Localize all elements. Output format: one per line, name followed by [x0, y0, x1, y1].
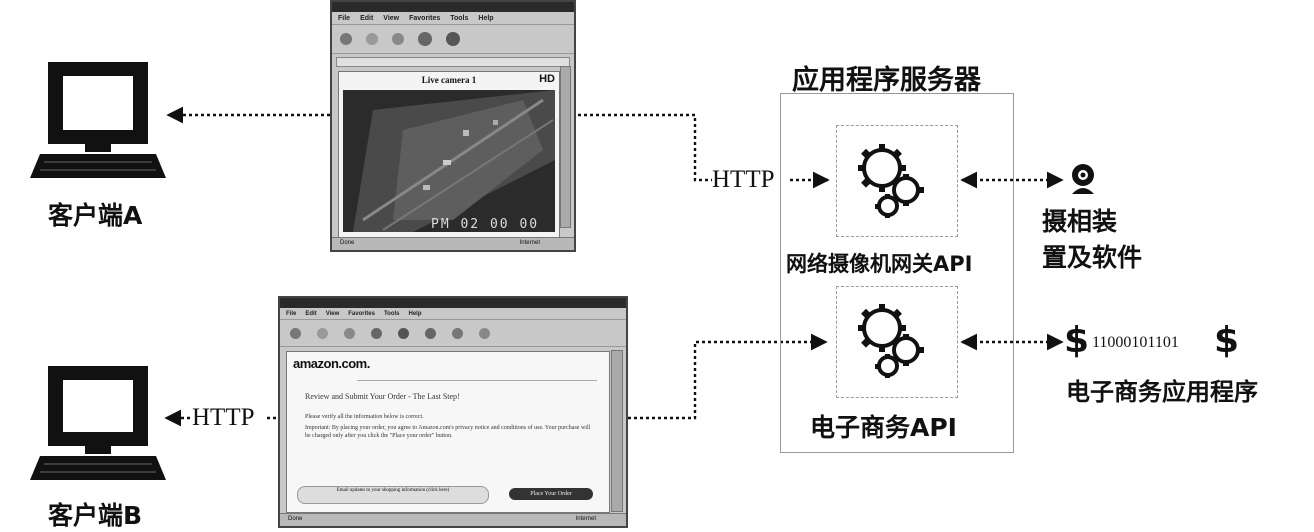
back-icon[interactable]	[340, 33, 352, 45]
menu-view[interactable]: View	[325, 310, 340, 317]
ecommerce-api-box	[836, 286, 958, 398]
page-content: amazon.com. Review and Submit Your Order…	[286, 351, 610, 513]
menu-tools[interactable]: Tools	[383, 310, 400, 317]
favorites-icon[interactable]	[452, 327, 463, 339]
search-icon[interactable]	[425, 327, 436, 339]
menu-file[interactable]: File	[286, 310, 297, 317]
line-amazon-to-ecommerce-api	[628, 333, 828, 420]
status-bar: Done Internet	[280, 513, 626, 526]
order-heading: Review and Submit Your Order - The Last …	[305, 392, 460, 401]
home-icon[interactable]	[398, 327, 409, 339]
status-bar: Done Internet	[332, 237, 574, 250]
menu-edit[interactable]: Edit	[305, 310, 317, 317]
favorites-icon[interactable]	[446, 32, 460, 46]
camera-api-label: 网络摄像机网关API	[786, 252, 973, 276]
menu-help[interactable]: Help	[478, 14, 494, 22]
stop-icon[interactable]	[392, 33, 404, 45]
refresh-icon[interactable]	[371, 327, 382, 339]
gears-icon-camera-api	[858, 144, 924, 218]
menu-bar: File Edit View Favorites Tools Help	[332, 12, 574, 24]
vertical-scrollbar[interactable]	[560, 66, 571, 228]
search-icon[interactable]	[418, 32, 432, 46]
back-icon[interactable]	[290, 327, 301, 339]
camera-video-feed	[343, 90, 555, 232]
status-done: Done	[288, 516, 303, 522]
amazon-logo: amazon.com.	[293, 356, 370, 371]
menu-view[interactable]: View	[383, 14, 400, 22]
toolbar	[332, 24, 574, 54]
menu-help[interactable]: Help	[408, 310, 422, 317]
ecommerce-api-label: 电子商务API	[810, 413, 957, 442]
line-camera-browser-to-http	[578, 113, 712, 182]
order-body-1: Please verify all the information below …	[305, 414, 424, 420]
menu-edit[interactable]: Edit	[360, 14, 374, 22]
status-done: Done	[340, 240, 355, 246]
server-box	[780, 93, 1014, 453]
camera-browser-window: File Edit View Favorites Tools Help Live…	[330, 0, 576, 252]
toolbar	[280, 319, 626, 347]
server-title: 应用程序服务器	[792, 65, 981, 96]
status-internet: Internet	[575, 516, 596, 522]
stop-icon[interactable]	[344, 327, 355, 339]
computer-icon-client-b	[30, 366, 166, 480]
webcam-icon	[1072, 164, 1094, 194]
menu-favorites[interactable]: Favorites	[348, 310, 375, 317]
gears-icon-ecommerce-api	[858, 304, 924, 378]
menu-favorites[interactable]: Favorites	[409, 14, 441, 22]
ecommerce-app-label: 电子商务应用程序	[1066, 378, 1258, 406]
menu-tools[interactable]: Tools	[450, 14, 469, 22]
hd-badge: HD	[539, 73, 555, 85]
client-b-label: 客户端B	[48, 501, 143, 530]
client-a-label: 客户端A	[48, 201, 143, 230]
camera-title: Live camera 1	[421, 75, 477, 85]
place-order-button[interactable]: Place Your Order	[509, 488, 593, 500]
vertical-scrollbar[interactable]	[611, 350, 623, 512]
computer-icon-client-a	[30, 62, 166, 178]
page-content: Live camera 1 HD PM 02 00 00	[338, 71, 560, 239]
menu-bar: File Edit View Favorites Tools Help	[280, 308, 626, 319]
camera-timestamp: PM 02 00 00	[431, 217, 540, 232]
http-label-bottom: HTTP	[192, 404, 255, 431]
menu-file[interactable]: File	[338, 14, 351, 22]
status-internet: Internet	[519, 240, 540, 246]
dollar-icon-left: $	[1064, 320, 1090, 361]
address-bar[interactable]	[336, 57, 570, 67]
http-label-top: HTTP	[712, 166, 775, 193]
camera-api-box	[836, 125, 958, 237]
camera-device-label-line1: 摄相装	[1042, 207, 1118, 236]
order-body-2: Important: By placing your order, you ag…	[305, 425, 591, 439]
nav-tabs	[357, 374, 597, 381]
history-icon[interactable]	[479, 327, 490, 339]
camera-device-label-line2: 置及软件	[1042, 243, 1143, 272]
binary-data-label: 11000101101	[1092, 334, 1179, 351]
email-updates-button[interactable]: Email updates to your shopping informati…	[297, 486, 489, 504]
window-title-bar	[332, 2, 574, 12]
window-title-bar	[280, 298, 626, 308]
dollar-icon-right: $	[1214, 320, 1240, 361]
forward-icon[interactable]	[366, 33, 378, 45]
amazon-browser-window: File Edit View Favorites Tools Help amaz…	[278, 296, 628, 528]
forward-icon[interactable]	[317, 327, 328, 339]
